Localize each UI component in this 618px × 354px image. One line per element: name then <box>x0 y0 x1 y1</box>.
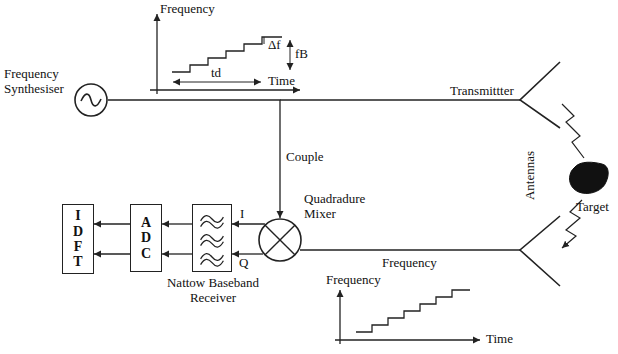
synthesiser-symbol-outline <box>74 83 108 117</box>
mixer-cross <box>265 225 295 255</box>
bottom-frequency-graph <box>335 290 480 344</box>
signal-connector <box>232 223 265 224</box>
connector-label: Q <box>239 256 248 271</box>
antenna-symbols <box>520 62 560 286</box>
line-stroke <box>264 37 265 44</box>
line-stroke <box>300 249 520 250</box>
line-stroke <box>520 62 560 128</box>
node-heading: Quadradure Mixer <box>304 192 378 222</box>
axis-label: Frequency <box>382 256 437 271</box>
target-shape <box>570 162 609 193</box>
signal-connector <box>162 253 192 254</box>
filter-box-outline <box>193 205 231 271</box>
filter-wave <box>201 216 224 223</box>
line-stroke <box>520 216 560 286</box>
mixer-cross <box>265 225 295 255</box>
line-stroke <box>290 40 291 70</box>
axis-label: Transmittter <box>450 84 514 99</box>
axis-label: fB <box>295 47 308 62</box>
line-stroke <box>335 339 480 340</box>
line-stroke <box>339 290 340 344</box>
signal-connector <box>232 253 263 254</box>
line-stroke <box>172 37 282 72</box>
axis-label: Time <box>486 332 513 347</box>
node-heading: Target <box>576 200 616 215</box>
line-stroke <box>173 82 261 83</box>
axis-label: Time <box>268 74 295 89</box>
axis-label: Antennas <box>523 145 538 205</box>
axis-label: Frequency <box>326 273 381 288</box>
target-blob-outline <box>568 160 610 196</box>
line-stroke <box>156 14 157 94</box>
line-stroke <box>150 89 300 90</box>
mixer-circle: Quadradure Mixer <box>258 218 302 262</box>
signal-connector <box>108 100 280 218</box>
mixer-circle-outline <box>258 218 302 262</box>
box-label: ADC <box>139 215 153 261</box>
target-blob: Target <box>568 160 610 196</box>
line-stroke <box>562 104 584 158</box>
idft-box: IDFT <box>62 204 94 274</box>
signal-connector <box>94 253 130 254</box>
filter-wave <box>201 259 224 266</box>
axis-label: td <box>211 66 221 81</box>
axis-label: Δf <box>268 38 281 53</box>
circle-outline <box>75 84 107 116</box>
filter-wave <box>201 240 224 247</box>
transmit-line <box>280 99 520 100</box>
box-label: IDFT <box>71 208 85 270</box>
filter-box: Nattow Baseband Receiver <box>192 204 232 272</box>
node-heading: Nattow Baseband Receiver <box>157 276 269 306</box>
synthesiser-symbol: Frequency Synthesiser <box>74 83 108 117</box>
circle-outline <box>259 219 301 261</box>
adc-box: ADC <box>130 204 162 272</box>
node-heading: Frequency Synthesiser <box>4 67 70 97</box>
filter-wave <box>201 254 224 261</box>
sine-symbol <box>81 94 101 106</box>
filter-wave <box>201 235 224 242</box>
line-stroke <box>280 99 520 100</box>
axis-label: Frequency <box>160 2 215 17</box>
signal-connector <box>162 223 192 224</box>
filter-wave <box>201 221 224 228</box>
top-frequency-graph <box>150 14 300 94</box>
signal-connector <box>94 223 130 224</box>
connector-label: Couple <box>286 150 324 165</box>
connector-label: I <box>240 207 244 222</box>
line-stroke <box>356 290 470 332</box>
receive-line <box>300 249 520 250</box>
